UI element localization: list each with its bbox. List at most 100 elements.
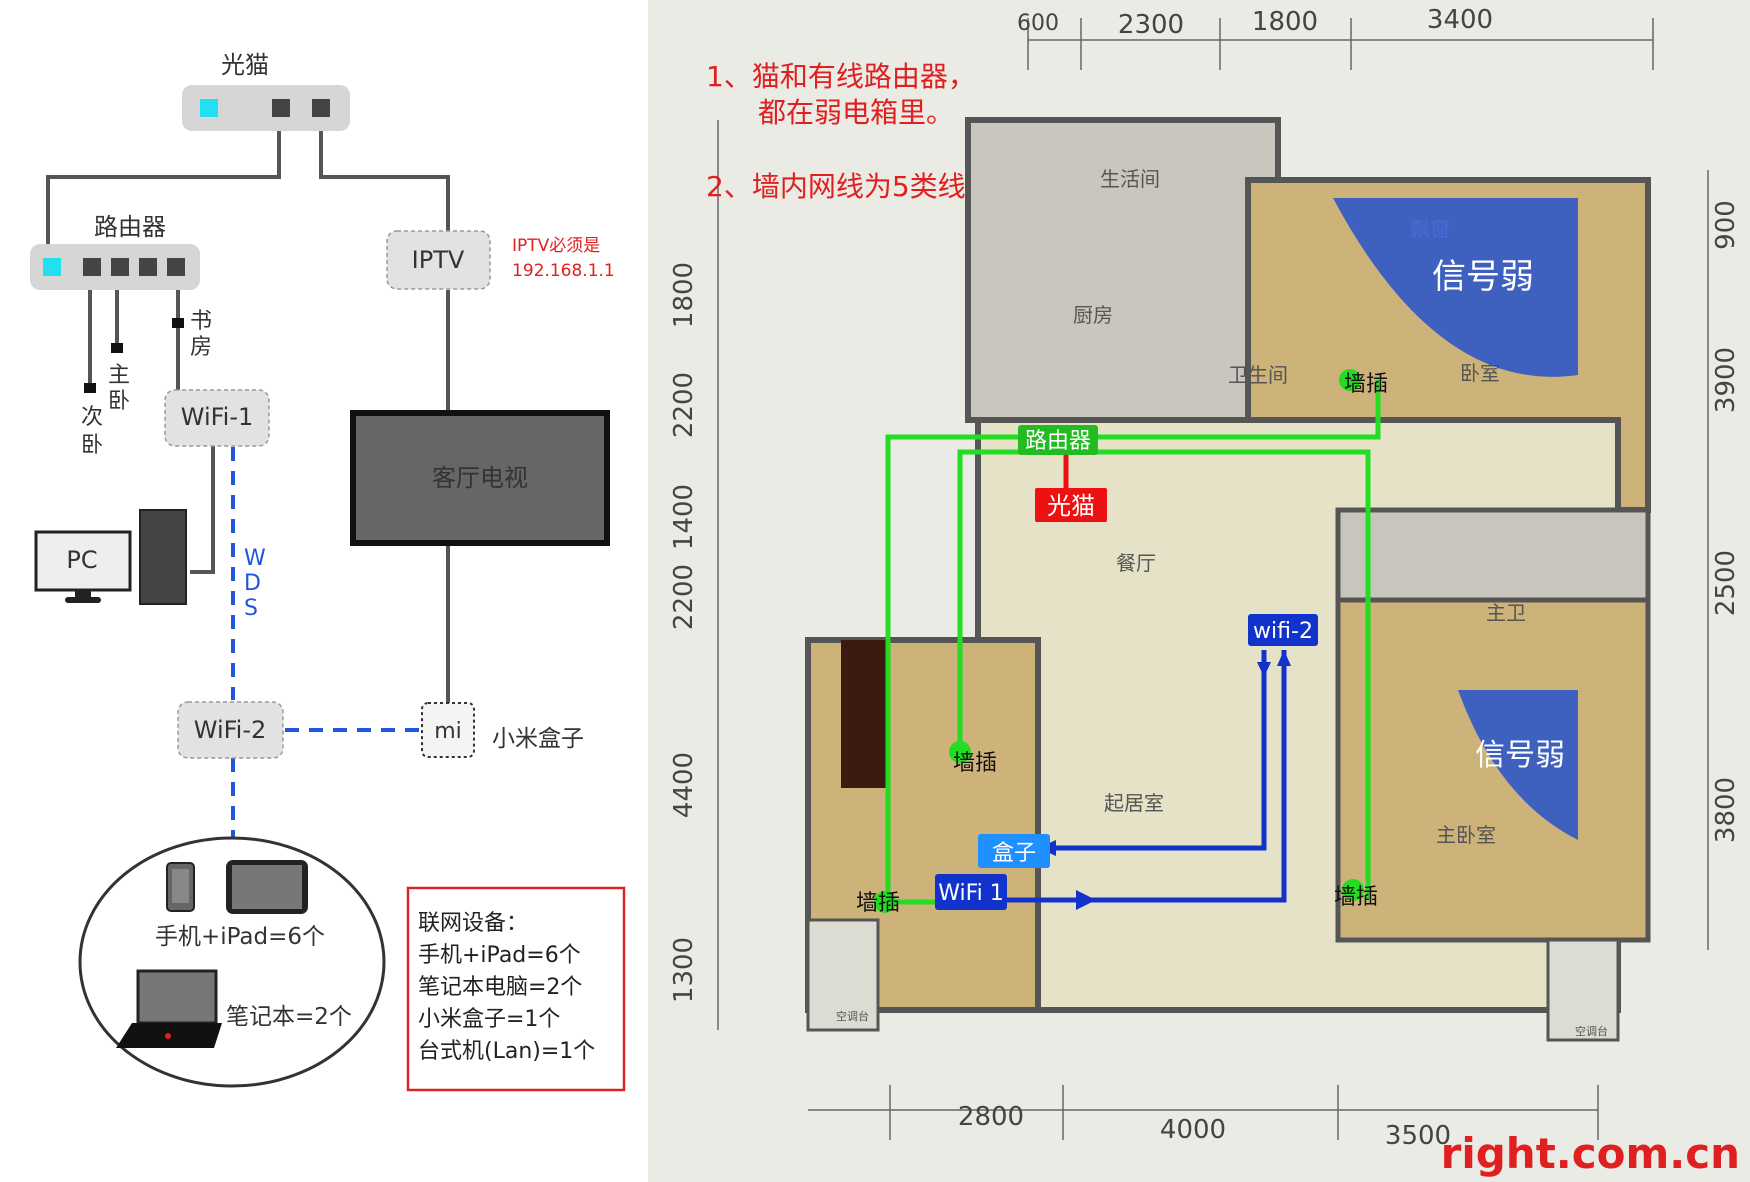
mi-label: mi [434, 719, 462, 744]
router-port-2 [111, 258, 129, 276]
arrow-up [1277, 650, 1291, 666]
iptv-note-line2: 192.168.1.1 [512, 261, 615, 281]
modem-port-fiber [200, 99, 218, 117]
wall-socket-label: 墙插 [1344, 372, 1388, 397]
svg-text:空调台: 空调台 [1575, 1024, 1608, 1038]
svg-text:卧: 卧 [108, 389, 130, 414]
wifi1-label: WiFi-1 [181, 403, 254, 431]
phones-count-label: 手机+iPad=6个 [155, 924, 325, 950]
modem-port-lan2 [312, 99, 330, 117]
svg-text:房: 房 [190, 335, 212, 360]
svg-text:2800: 2800 [958, 1102, 1024, 1132]
router-port-4 [167, 258, 185, 276]
router-title: 路由器 [94, 213, 166, 241]
desktop-pc-icon [34, 509, 187, 605]
modem-tag: 光猫 [1047, 492, 1095, 520]
svg-text:3400: 3400 [1427, 5, 1493, 35]
wifi1-tag: WiFi 1 [938, 881, 1004, 906]
box-tag: 盒子 [992, 841, 1036, 866]
weak-signal-zone-master [1458, 690, 1578, 840]
wds-label: W D S [244, 546, 266, 621]
svg-text:1、猫和有线路由器，: 1、猫和有线路由器， [706, 60, 976, 93]
svg-text:起居室: 起居室 [1104, 791, 1164, 815]
port-markers [84, 318, 184, 393]
devices-list-item: 笔记本电脑=2个 [418, 975, 582, 1000]
wired-links [46, 128, 450, 703]
devices-list-item: 手机+iPad=6个 [418, 943, 581, 968]
second-port-label: 次 卧 [81, 405, 103, 458]
router-port-3 [139, 258, 157, 276]
modem-port-lan1 [272, 99, 290, 117]
left-dimensions: 1800 2200 1400 2200 4400 1300 [669, 262, 699, 1003]
svg-text:D: D [244, 571, 261, 596]
wall-socket-label: 墙插 [856, 891, 900, 916]
weak-signal-label: 信号弱 [1475, 738, 1565, 773]
svg-text:厨房: 厨房 [1073, 303, 1113, 327]
top-dimensions: 600 2300 1800 3400 [1017, 5, 1493, 40]
tablet-icon [226, 860, 308, 914]
weak-signal-zone-bedroom [1333, 198, 1578, 377]
right-dimensions: 900 3900 2500 3800 [1711, 200, 1741, 843]
svg-text:2、墙内网线为5类线。: 2、墙内网线为5类线。 [706, 170, 994, 203]
wifi2-tag: wifi-2 [1253, 619, 1313, 644]
svg-text:次: 次 [81, 405, 103, 430]
modem-tag-bg [1035, 488, 1107, 522]
svg-text:W: W [244, 546, 266, 571]
svg-text:3900: 3900 [1711, 347, 1741, 413]
router-port-wan [43, 258, 61, 276]
mi-box [421, 702, 475, 758]
iptv-note-line1: IPTV必须是 [512, 236, 600, 256]
arrow-right [1076, 890, 1096, 910]
svg-text:卧: 卧 [81, 433, 103, 458]
wifi2-tag-bg [1248, 614, 1318, 646]
laptop-icon [116, 969, 222, 1048]
wifi-links [1006, 650, 1287, 903]
devices-list-item: 台式机(Lan)=1个 [418, 1039, 595, 1064]
mibox-label: 小米盒子 [492, 726, 584, 752]
svg-text:餐厅: 餐厅 [1116, 551, 1156, 575]
phone-icon [166, 862, 195, 912]
svg-text:2200: 2200 [669, 372, 699, 438]
svg-text:2300: 2300 [1118, 10, 1184, 40]
installation-notes: 1、猫和有线路由器， 都在弱电箱里。 2、墙内网线为5类线。 [706, 60, 994, 203]
svg-text:900: 900 [1711, 200, 1741, 250]
tv-screen [350, 410, 610, 546]
iptv-box [386, 230, 491, 290]
watermark: right.com.cn [1441, 1129, 1740, 1178]
bottom-dimensions: 2800 4000 3500 [958, 1102, 1451, 1151]
svg-text:书: 书 [190, 309, 212, 334]
svg-text:600: 600 [1017, 11, 1059, 36]
router-port-1 [83, 258, 101, 276]
box-tag-bg [978, 834, 1050, 868]
svg-text:3800: 3800 [1711, 777, 1741, 843]
router-tag-bg [1018, 425, 1098, 455]
wall-socket-label: 墙插 [1334, 885, 1378, 910]
svg-text:4400: 4400 [669, 752, 699, 818]
svg-text:生活间: 生活间 [1100, 167, 1160, 191]
devices-list-item: 小米盒子=1个 [418, 1007, 560, 1032]
svg-text:3500: 3500 [1385, 1121, 1451, 1151]
devices-list-box [406, 886, 626, 1092]
floor-plan: 600 2300 1800 3400 2800 4000 3500 1800 2… [648, 0, 1750, 1182]
master-port-label: 主 卧 [108, 363, 130, 414]
svg-text:都在弱电箱里。: 都在弱电箱里。 [758, 96, 954, 129]
iptv-label: IPTV [412, 246, 465, 274]
svg-text:1300: 1300 [669, 937, 699, 1003]
study-port-label: 书 房 [190, 309, 212, 360]
dimension-lines [717, 18, 1709, 1140]
svg-text:空调台: 空调台 [836, 1009, 869, 1023]
wifi1-box [164, 389, 270, 447]
modem-device [182, 85, 350, 131]
wifi2-label: WiFi-2 [194, 716, 267, 744]
tv-label: 客厅电视 [432, 464, 528, 492]
arrow-down [1257, 662, 1271, 677]
weak-signal-label: 信号弱 [1432, 257, 1534, 297]
pc-label: PC [66, 546, 97, 574]
network-topology-diagram: 光猫 路由器 书 房 主 卧 次 卧 IPTV IPTV必须是 192.168.… [0, 0, 648, 1182]
svg-text:S: S [244, 596, 258, 621]
wall-socket-label: 墙插 [953, 751, 997, 776]
svg-text:卫生间: 卫生间 [1228, 363, 1288, 387]
wifi1-tag-bg [935, 874, 1007, 910]
svg-text:2500: 2500 [1711, 550, 1741, 616]
